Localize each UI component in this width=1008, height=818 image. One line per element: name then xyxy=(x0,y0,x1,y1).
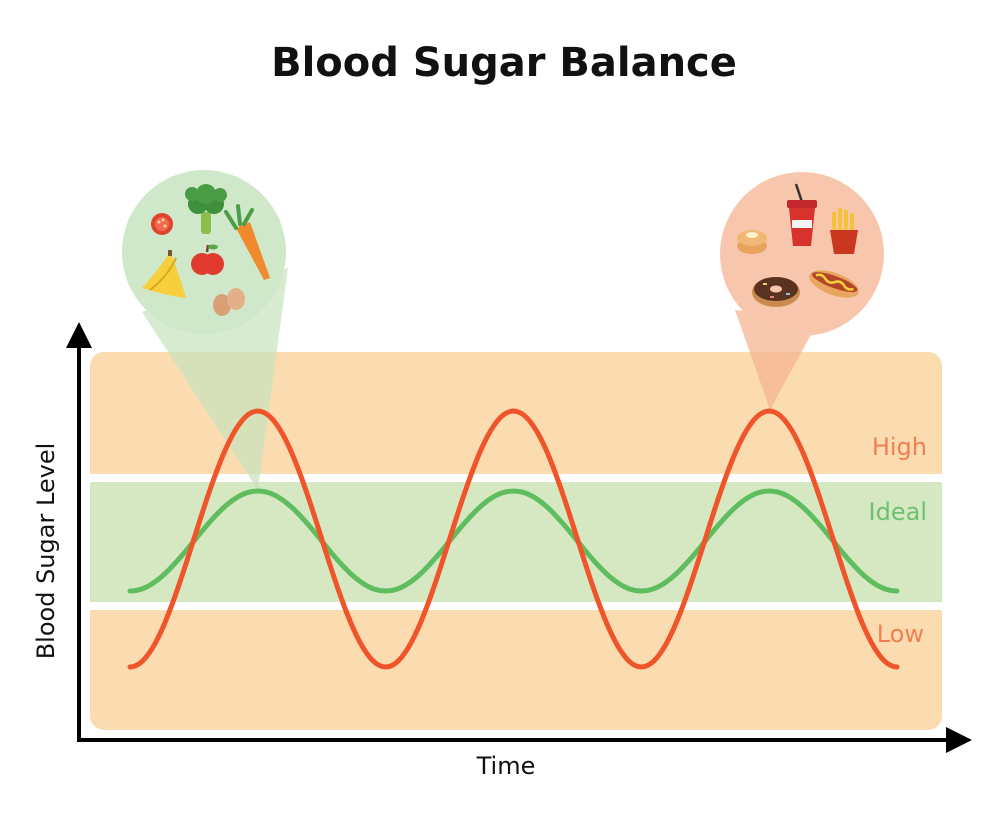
junk-food-callout xyxy=(720,172,884,336)
banana-icon xyxy=(142,250,186,298)
hotdog-icon xyxy=(809,270,859,298)
ideal-zone-label: Ideal xyxy=(869,498,927,526)
tomato-icon xyxy=(151,213,173,235)
balanced-blood-sugar-curve xyxy=(127,488,900,594)
donut-icon xyxy=(752,277,800,307)
apple-icon xyxy=(191,244,224,275)
fries-icon xyxy=(830,208,858,254)
soda-cup-icon xyxy=(787,183,817,246)
ideal-zone-band xyxy=(90,482,942,602)
high-zone-label: High xyxy=(872,433,927,461)
low-zone-label: Low xyxy=(877,620,924,648)
broccoli-icon xyxy=(185,184,227,234)
x-axis-arrow-icon xyxy=(946,727,972,753)
junk-food-bubble xyxy=(720,172,884,336)
x-axis-label: Time xyxy=(476,752,536,780)
page-title: Blood Sugar Balance xyxy=(271,40,737,86)
zone-bands xyxy=(90,352,942,730)
axes xyxy=(66,322,972,753)
eggs-icon xyxy=(213,288,245,316)
unbalanced-blood-sugar-curve xyxy=(127,408,900,670)
y-axis-label: Blood Sugar Level xyxy=(32,443,60,660)
pancake-icon xyxy=(737,230,767,254)
low-zone-band-top-fill xyxy=(90,610,942,650)
carrot-icon xyxy=(224,204,270,280)
y-axis-arrow-icon xyxy=(66,322,92,348)
healthy-food-callout xyxy=(122,170,286,334)
